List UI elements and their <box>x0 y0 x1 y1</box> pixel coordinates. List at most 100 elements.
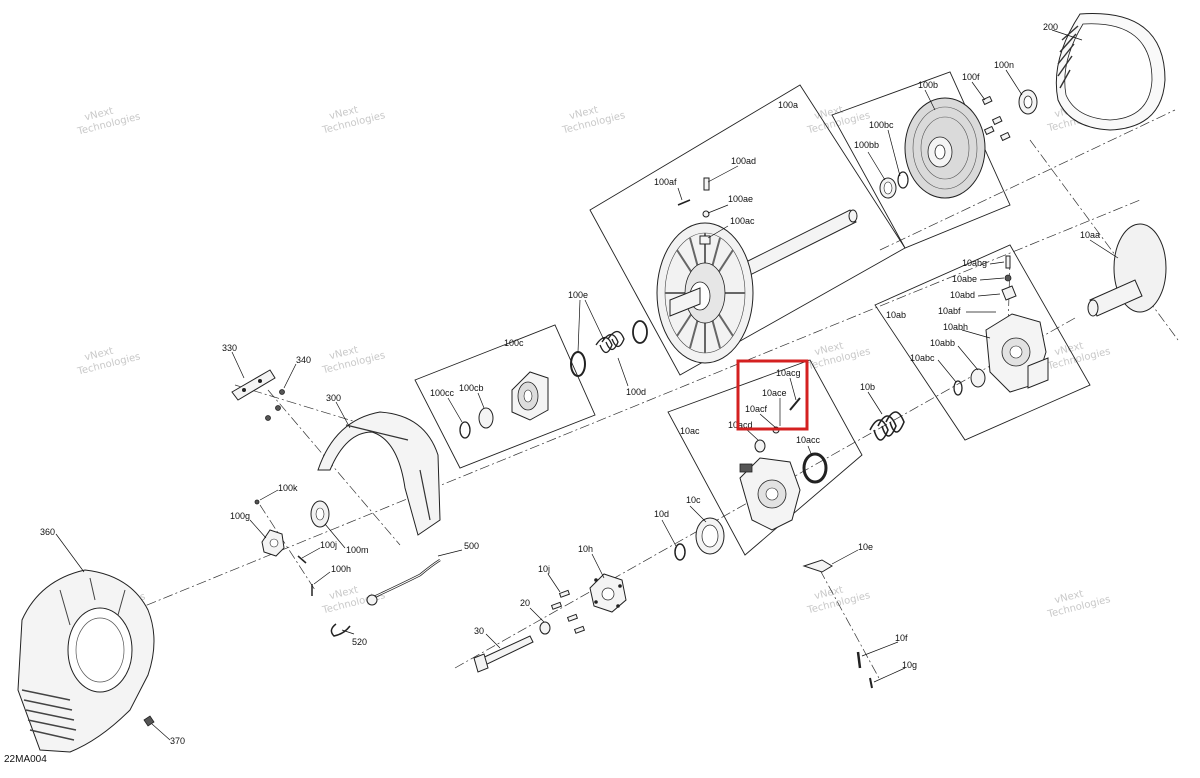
parts <box>17 13 1167 753</box>
housing-360 <box>17 569 155 753</box>
label-100cc: 100cc <box>430 388 455 398</box>
label-100ac: 100ac <box>730 216 755 226</box>
watermark: vNext Technologies <box>1046 588 1112 620</box>
watermark: vNext Technologies <box>805 584 871 616</box>
label-10f: 10f <box>895 633 908 643</box>
nut-340c <box>265 415 271 421</box>
label-520: 520 <box>352 637 367 647</box>
label-10acf: 10acf <box>745 404 768 414</box>
circlip-100cc <box>459 421 471 439</box>
washer-20 <box>539 621 551 635</box>
centerlines <box>129 109 1179 681</box>
label-30: 30 <box>474 626 484 636</box>
bolt-100j <box>297 555 307 564</box>
label-100f: 100f <box>962 72 980 82</box>
label-10d: 10d <box>654 509 669 519</box>
label-10h: 10h <box>578 544 593 554</box>
group-box-100b <box>831 71 1011 249</box>
drive-sheave-100a <box>656 222 754 364</box>
bolt-10j-a <box>558 589 571 598</box>
label-100bc: 100bc <box>869 120 894 130</box>
bearing-100n <box>1018 89 1038 115</box>
bracket-330 <box>231 369 276 401</box>
label-370: 370 <box>170 736 185 746</box>
bearing-10c <box>695 517 725 555</box>
spacer-100ac <box>699 235 711 245</box>
label-100j: 100j <box>320 540 337 550</box>
callout-labels: 200 100n 100f 100b 100bc 100bb 100a 100a… <box>40 22 1100 746</box>
ring-100e <box>570 351 586 377</box>
ring-100d <box>632 320 648 344</box>
label-100d: 100d <box>626 387 646 397</box>
label-10acd: 10acd <box>728 420 753 430</box>
label-10ace: 10ace <box>762 388 787 398</box>
bolt-10g <box>869 677 873 689</box>
label-100h: 100h <box>331 564 351 574</box>
cover-10ab <box>985 313 1049 393</box>
label-500: 500 <box>464 541 479 551</box>
leader-lines <box>55 29 1119 741</box>
group-boxes <box>414 71 1091 556</box>
spring-10b <box>869 411 905 441</box>
group-box-100c <box>414 324 596 469</box>
bolt-30 <box>473 635 534 673</box>
label-340: 340 <box>296 355 311 365</box>
label-100cb: 100cb <box>459 383 484 393</box>
highlight-box <box>736 359 809 431</box>
label-100k: 100k <box>278 483 298 493</box>
label-10abb: 10abb <box>930 338 955 348</box>
label-10acg: 10acg <box>776 368 801 378</box>
spring-100d <box>595 330 625 354</box>
watermark: vNext Technologies <box>320 104 386 136</box>
watermark: vNext Technologies <box>320 344 386 376</box>
group-box-10ab <box>874 244 1091 441</box>
label-100ad: 100ad <box>731 156 756 166</box>
washer-100ae <box>702 210 710 218</box>
label-100af: 100af <box>654 177 677 187</box>
label-10g: 10g <box>902 660 917 670</box>
bolt-10j-d <box>573 625 586 634</box>
label-360: 360 <box>40 527 55 537</box>
watermark: vNext Technologies <box>1046 340 1112 372</box>
label-100a: 100a <box>778 100 798 110</box>
label-10aa: 10aa <box>1080 230 1100 240</box>
drive-belt <box>1055 13 1166 131</box>
label-10acc: 10acc <box>796 435 821 445</box>
label-100g: 100g <box>230 511 250 521</box>
label-10ac: 10ac <box>680 426 700 436</box>
label-100e: 100e <box>568 290 588 300</box>
watermark: vNext Technologies <box>76 346 142 378</box>
hub-10h <box>589 573 627 613</box>
watermark: vNext Technologies <box>806 340 872 372</box>
flange-100g <box>261 529 285 557</box>
label-10j: 10j <box>538 564 550 574</box>
label-10abd: 10abd <box>950 290 975 300</box>
label-20: 20 <box>520 598 530 608</box>
clip-520 <box>330 623 351 637</box>
ring-10acc <box>802 452 828 484</box>
watermark: vNext Technologies <box>76 106 142 138</box>
ring-10abc <box>953 380 963 396</box>
belt-guard-300 <box>317 411 441 536</box>
group-box-10ac <box>667 359 863 556</box>
label-10abc: 10abc <box>910 353 935 363</box>
label-10abe: 10abe <box>952 274 977 284</box>
label-300: 300 <box>326 393 341 403</box>
label-10c: 10c <box>686 495 701 505</box>
label-100c: 100c <box>504 338 524 348</box>
pin-10f <box>856 651 862 669</box>
cable-500 <box>371 558 441 600</box>
ring-100bc <box>897 171 909 189</box>
bearing-100cb <box>478 407 494 429</box>
bolt-10j-b <box>550 601 563 610</box>
label-100n: 100n <box>994 60 1014 70</box>
label-10abg: 10abg <box>962 258 987 268</box>
nut-10abe <box>1004 274 1012 282</box>
lever-10e <box>802 559 833 573</box>
block-10abd <box>1001 285 1017 301</box>
label-10abf: 10abf <box>938 306 961 316</box>
group-box-100a <box>589 84 906 376</box>
label-10abh: 10abh <box>943 322 968 332</box>
label-100bb: 100bb <box>854 140 879 150</box>
label-100ae: 100ae <box>728 194 753 204</box>
